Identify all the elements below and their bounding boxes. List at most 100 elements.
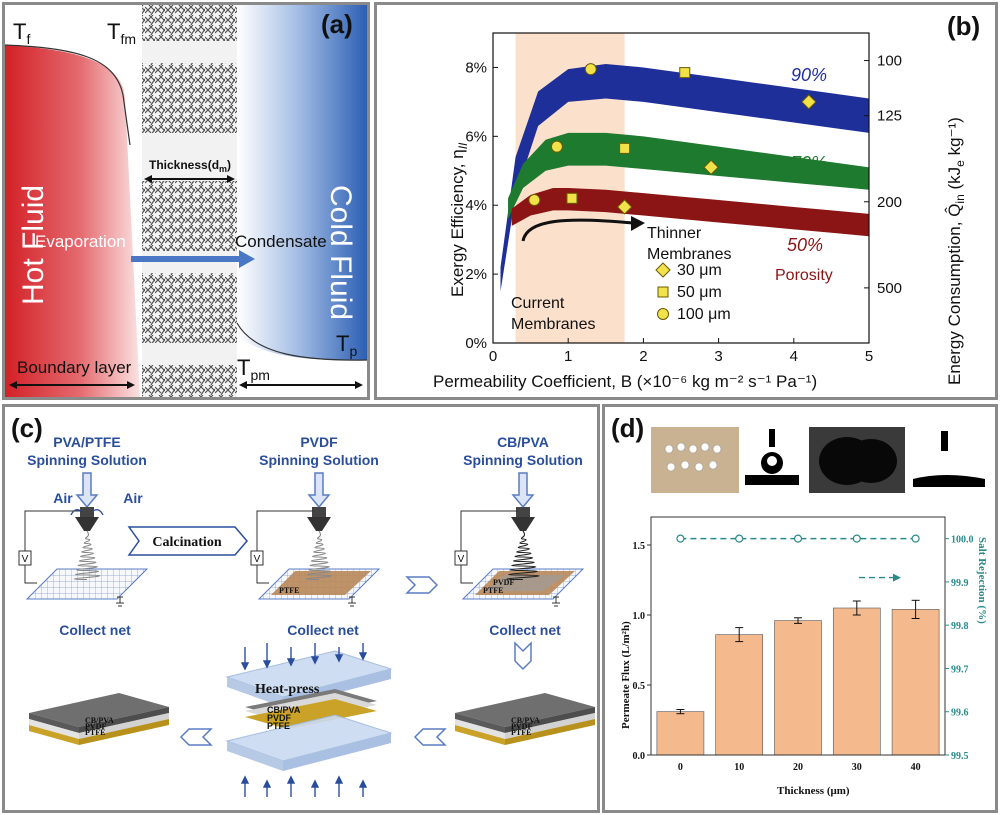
sol2-subtitle: Spinning Solution — [259, 452, 379, 468]
electrospinning-station-1: V — [18, 507, 149, 607]
nozzle-tip — [511, 517, 535, 531]
collect-net-1: Collect net — [59, 622, 131, 638]
stack-layer-label: PTFE — [511, 728, 531, 737]
pvdf-side — [455, 719, 505, 739]
tf-label: Tf — [13, 19, 30, 47]
tfm-label: Tfm — [107, 19, 136, 47]
panel-b-label: (b) — [947, 11, 981, 41]
rejection-point — [911, 534, 920, 543]
press-arrow-head — [262, 660, 272, 669]
circuit-wire — [256, 510, 314, 584]
current-membranes-label-2: Membranes — [511, 316, 595, 333]
series-band-1 — [508, 132, 869, 219]
press-arrow-head — [286, 775, 296, 784]
thinner-membranes-label: Thinner — [647, 225, 702, 242]
press-arrow-head — [310, 779, 320, 788]
d-x-axis-title: Thickness (μm) — [777, 785, 850, 797]
y-tick-label: 2% — [465, 266, 487, 283]
layer-label: PTFE — [483, 586, 503, 595]
pvdf-front — [79, 713, 169, 739]
ptfe-side — [29, 725, 79, 745]
press-arrow-head — [358, 652, 368, 661]
sol3-subtitle: Spinning Solution — [463, 452, 583, 468]
y-right-tick-label: 100.0 — [951, 535, 974, 546]
x-tick-label: 20 — [793, 762, 803, 773]
y-right-tick-label: 99.5 — [951, 751, 969, 762]
hp-pvdf: PVDF — [267, 713, 292, 723]
membrane — [142, 5, 237, 397]
y-tick-label: 0.0 — [633, 751, 646, 762]
sol3-title: CB/PVA — [497, 434, 549, 450]
thinner-membranes-label-2: Membranes — [647, 246, 731, 263]
data-point — [703, 159, 719, 176]
stack-layer-label: CB/PVA — [85, 716, 114, 725]
x-axis-title: Permeability Coefficient, B (×10⁻⁶ kg m⁻… — [433, 372, 817, 391]
y-tick-label: 0% — [465, 335, 487, 352]
hot-fluid-region — [5, 45, 140, 397]
y-tick-label: 1.5 — [633, 541, 646, 552]
rejection-point — [676, 534, 685, 543]
panel-a-label: (a) — [321, 9, 353, 39]
y-right-tick-label: 100 — [877, 53, 902, 70]
panel-c-label: (c) — [11, 413, 43, 443]
porosity-label: Porosity — [775, 267, 833, 284]
thickness-label: Thickness(dm) — [149, 158, 231, 174]
pvdf-side — [29, 719, 79, 739]
voltage-label: V — [458, 554, 465, 565]
layer-label: PTFE — [279, 586, 299, 595]
contact-angle-image-1 — [743, 427, 801, 493]
pvdf-front — [505, 713, 595, 739]
nozzle-tip — [75, 517, 99, 531]
y-axis-title-right: Energy Consumption, Q̂in (kJe kg⁻¹) — [944, 117, 967, 385]
cbpva-side — [29, 713, 79, 733]
x-tick-label: 0 — [489, 348, 497, 365]
stack-layer-label: CB/PVA — [511, 716, 540, 725]
voltage-source — [18, 550, 32, 566]
x-tick-label: 4 — [790, 348, 798, 365]
substrate-sheet — [271, 571, 371, 595]
cbpva-top — [29, 693, 169, 727]
y-tick-label: 8% — [465, 59, 487, 76]
cbpva-front — [79, 707, 169, 733]
droplet-photo — [651, 427, 739, 493]
stack-layer-label: PTFE — [85, 728, 105, 737]
x-tick-label: 10 — [734, 762, 744, 773]
press-arrow-head — [240, 775, 250, 784]
calcination-label: Calcination — [152, 535, 221, 550]
nozzle-body — [516, 507, 530, 517]
series-band-2 — [511, 188, 869, 237]
press-arrow-head — [240, 662, 250, 671]
y-right-tick-label: 99.8 — [951, 621, 969, 632]
rejection-point — [735, 534, 744, 543]
x-tick-label: 0 — [678, 762, 683, 773]
y-right-tick-label: 125 — [877, 108, 902, 125]
fiber-jet — [506, 530, 540, 581]
layer-label: PVDF — [493, 578, 514, 587]
ptfe-front — [79, 719, 169, 745]
series-label-90: 90% — [791, 65, 827, 85]
ground-icon — [552, 596, 560, 607]
circuit-wire — [24, 510, 82, 584]
panel-a: Tf Tfm Tp Tpm Hot Fluid Cold Fluid Thick… — [2, 2, 370, 400]
ground-icon — [348, 596, 356, 607]
stack-layer-label: PVDF — [511, 722, 532, 731]
data-point — [566, 192, 578, 204]
air-right-label: Air — [123, 490, 143, 506]
x-tick-label: 30 — [852, 762, 862, 773]
y-right-tick-label: 99.9 — [951, 578, 969, 589]
nozzle-body — [312, 507, 326, 517]
cold-fluid-region — [237, 5, 367, 361]
press-arrow-head — [310, 656, 320, 665]
legend-marker — [657, 286, 669, 298]
sol1-subtitle: Spinning Solution — [27, 452, 147, 468]
cbpva-top — [455, 693, 595, 727]
y-tick-label: 1.0 — [633, 611, 646, 622]
bar — [832, 607, 881, 756]
press-arrow-head — [334, 775, 344, 784]
bar — [715, 634, 764, 756]
